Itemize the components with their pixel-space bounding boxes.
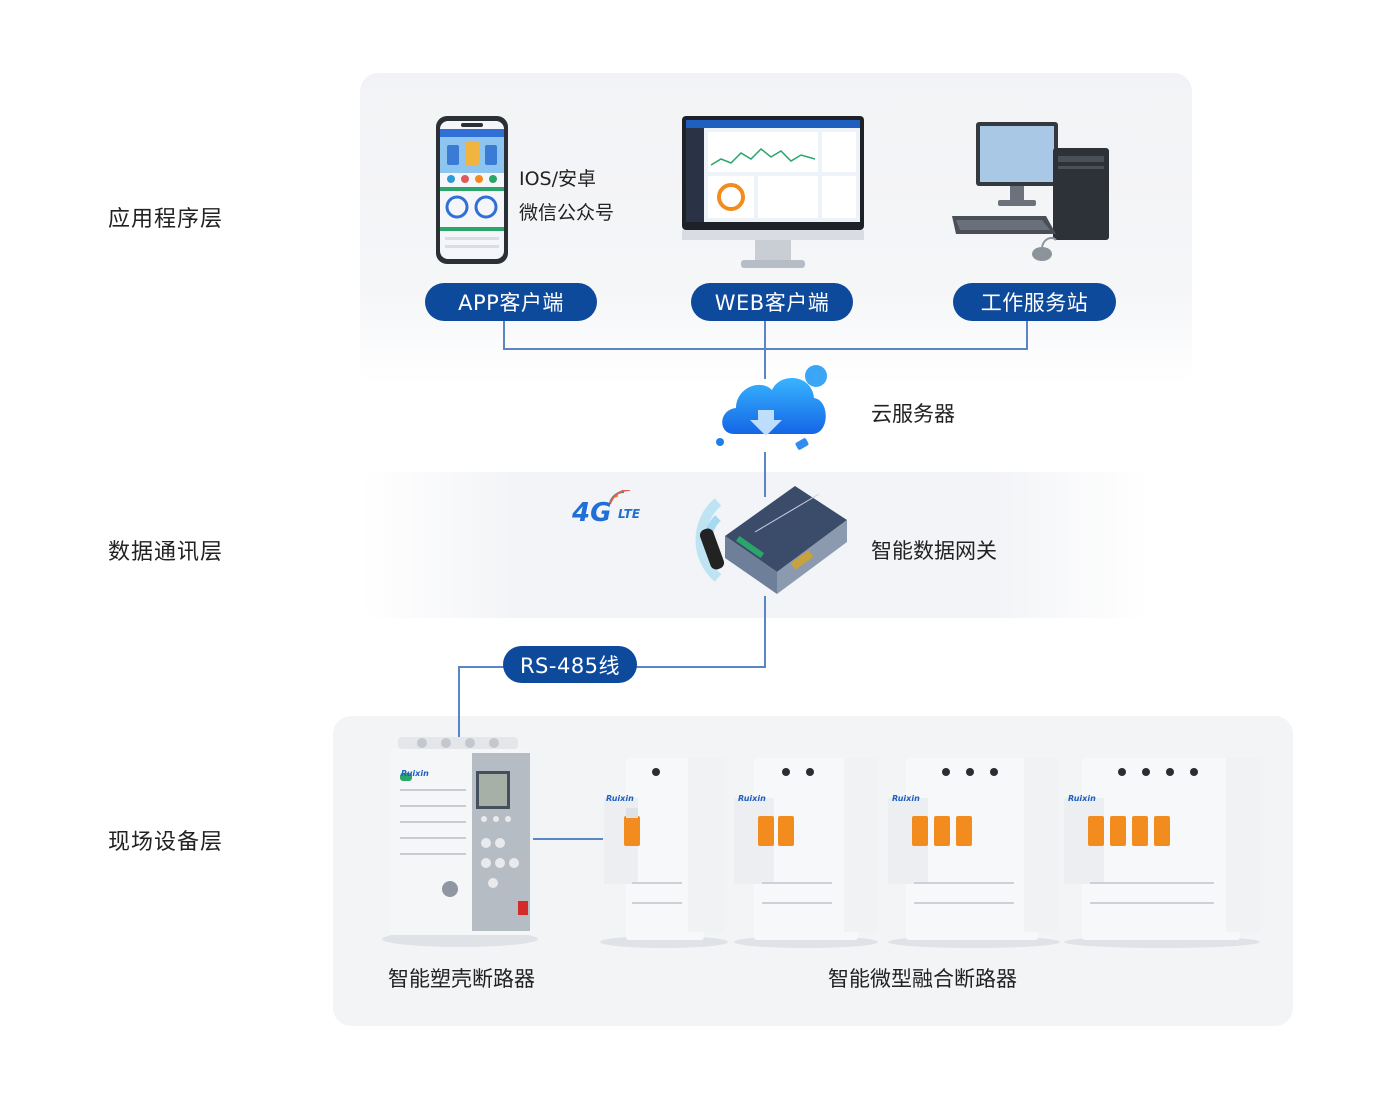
- workstation-pill: 工作服务站: [953, 283, 1116, 321]
- 4g-lte-badge: 4G LTE: [570, 490, 650, 530]
- mcb-3-brand-logo: Ruixin: [892, 794, 920, 803]
- badge-4g-text: 4G: [572, 498, 612, 528]
- mcb-breaker-3p-icon: Ruixin: [886, 752, 1062, 948]
- web-client-pill: WEB客户端: [691, 283, 853, 321]
- wire-app-bus: [503, 348, 1028, 350]
- mcb-breaker-4p-icon: Ruixin: [1062, 752, 1262, 948]
- mccb-brand-logo: Ruixin: [401, 769, 429, 778]
- mcb-2-brand-logo: Ruixin: [738, 794, 766, 803]
- layer-label-application: 应用程序层: [108, 207, 224, 232]
- mccb-label: 智能塑壳断路器: [388, 967, 535, 991]
- smartphone-icon: [435, 115, 509, 265]
- wire-app-down: [503, 321, 505, 349]
- wire-ws-down: [1026, 321, 1028, 349]
- wire-web-cloud: [764, 321, 766, 379]
- mcb-label: 智能微型融合断路器: [828, 967, 1017, 991]
- wire-to-mccb: [458, 666, 460, 742]
- gateway-label: 智能数据网关: [871, 539, 997, 563]
- badge-lte-text: LTE: [618, 507, 641, 521]
- wire-cloud-gateway: [764, 452, 766, 497]
- wire-gateway-down: [764, 596, 766, 668]
- rs485-bus-pill: RS-485线: [503, 646, 637, 683]
- mccb-breaker-icon: Ruixin: [380, 733, 540, 947]
- mcb-breaker-1p-icon: Ruixin: [598, 752, 732, 948]
- app-client-pill: APP客户端: [425, 283, 597, 321]
- monitor-icon: [681, 115, 865, 271]
- mcb-breaker-2p-icon: Ruixin: [732, 752, 882, 948]
- mcb-4-brand-logo: Ruixin: [1068, 794, 1096, 803]
- layer-label-data-comm: 数据通讯层: [108, 540, 224, 565]
- wechat-note: 微信公众号: [519, 202, 615, 224]
- cloud-server-label: 云服务器: [871, 402, 955, 426]
- cloud-server-icon: [712, 358, 836, 458]
- mobile-platform-note: IOS/安卓: [519, 168, 597, 190]
- layer-label-field: 现场设备层: [108, 830, 224, 855]
- workstation-icon: [948, 120, 1112, 268]
- gateway-device-icon: [695, 480, 855, 602]
- mcb-1-brand-logo: Ruixin: [606, 794, 634, 803]
- wire-mccb-mcb: [533, 838, 603, 840]
